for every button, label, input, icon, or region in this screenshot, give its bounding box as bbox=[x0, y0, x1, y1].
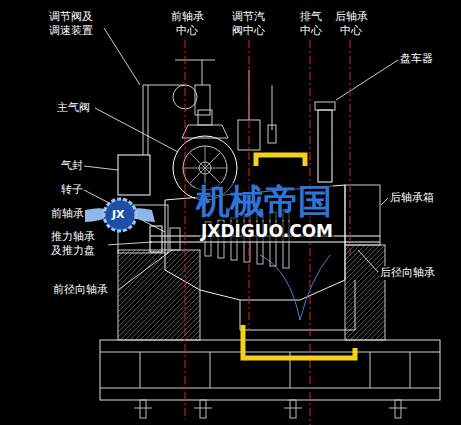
part-label: 盘车器 bbox=[399, 52, 434, 66]
logo-gear bbox=[85, 199, 155, 231]
watermark: JXDIGUO.COM bbox=[200, 222, 334, 241]
part-label: 后径向轴承 bbox=[379, 266, 436, 280]
watermark: 机械帝国 bbox=[195, 183, 333, 220]
part-label: 推力轴承 及推力盘 bbox=[50, 230, 108, 259]
center-label: 排气 中心 bbox=[295, 10, 327, 39]
part-label: 调节阀及 调速装置 bbox=[48, 10, 102, 39]
part-label: 前轴承 bbox=[50, 207, 85, 221]
part-label: 前径向轴承 bbox=[52, 283, 109, 297]
center-label: 前轴承 中心 bbox=[166, 10, 208, 39]
part-label: 气封 bbox=[60, 159, 84, 173]
center-label: 调节汽 阀中心 bbox=[226, 10, 270, 39]
logo-text: JX bbox=[111, 208, 126, 222]
part-label: 后轴承箱 bbox=[389, 191, 435, 205]
part-label: 主气阀 bbox=[56, 101, 91, 115]
part-label: 转子 bbox=[60, 183, 84, 197]
center-label: 后轴承 中心 bbox=[330, 10, 372, 39]
